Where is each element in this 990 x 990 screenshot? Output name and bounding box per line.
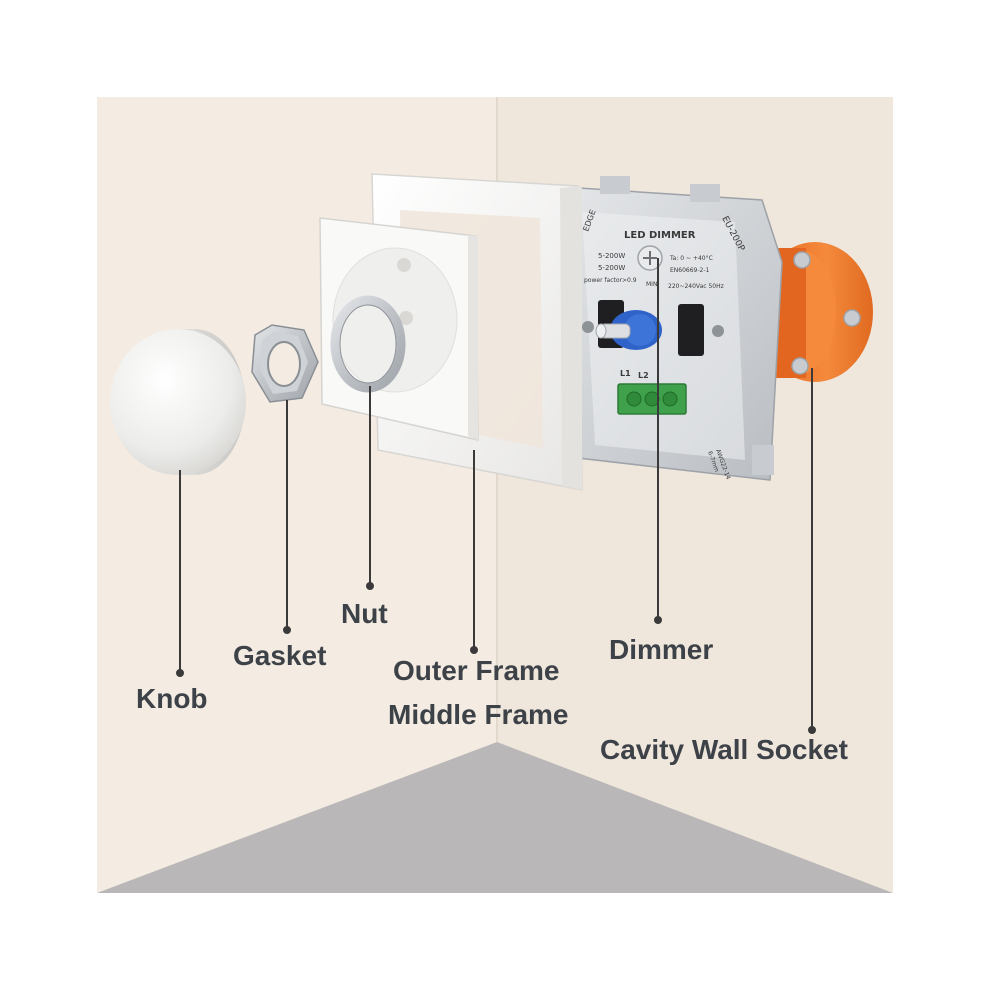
socket-screw-top: [793, 251, 811, 269]
dimmer-spec-2: 5-200W: [598, 264, 625, 272]
cavity-wall-socket: [757, 242, 873, 382]
cavity-wall-socket-label: Cavity Wall Socket: [600, 734, 848, 765]
outer-frame-label: Outer Frame: [393, 655, 560, 686]
dimmer-standard-text: EN60669-2-1: [670, 267, 710, 274]
gasket-label: Gasket: [233, 640, 327, 671]
dimmer-voltage-text: 220~240Vac 50Hz: [668, 283, 724, 290]
dimmer-label: Dimmer: [609, 634, 714, 665]
dimmer-module: LED DIMMER EDGE EU-200P 5-200W 5-200W po…: [544, 176, 783, 481]
nut-ring: [330, 295, 406, 393]
nut-label: Nut: [341, 598, 388, 629]
leader-lines: [176, 258, 816, 734]
dimmer-temp-text: Ta: 0 ~ +40°C: [669, 255, 713, 262]
dimmer-spec-1: 5-200W: [598, 252, 625, 260]
terminal-l2-label: L2: [638, 371, 649, 380]
floor: [97, 742, 893, 893]
terminal-l1-label: L1: [620, 369, 631, 378]
socket-screw-right: [843, 309, 861, 327]
knob-cap: [110, 329, 246, 475]
middle-frame-label: Middle Frame: [388, 699, 569, 730]
socket-screw-bottom: [791, 357, 809, 375]
knob-label: Knob: [136, 683, 208, 714]
dimmer-spec-3: power factor>0.9: [584, 277, 637, 284]
dimmer-min-text: MIN: [646, 281, 657, 288]
dimmer-title-text: LED DIMMER: [624, 230, 696, 241]
gasket-hex-nut: [251, 324, 319, 403]
